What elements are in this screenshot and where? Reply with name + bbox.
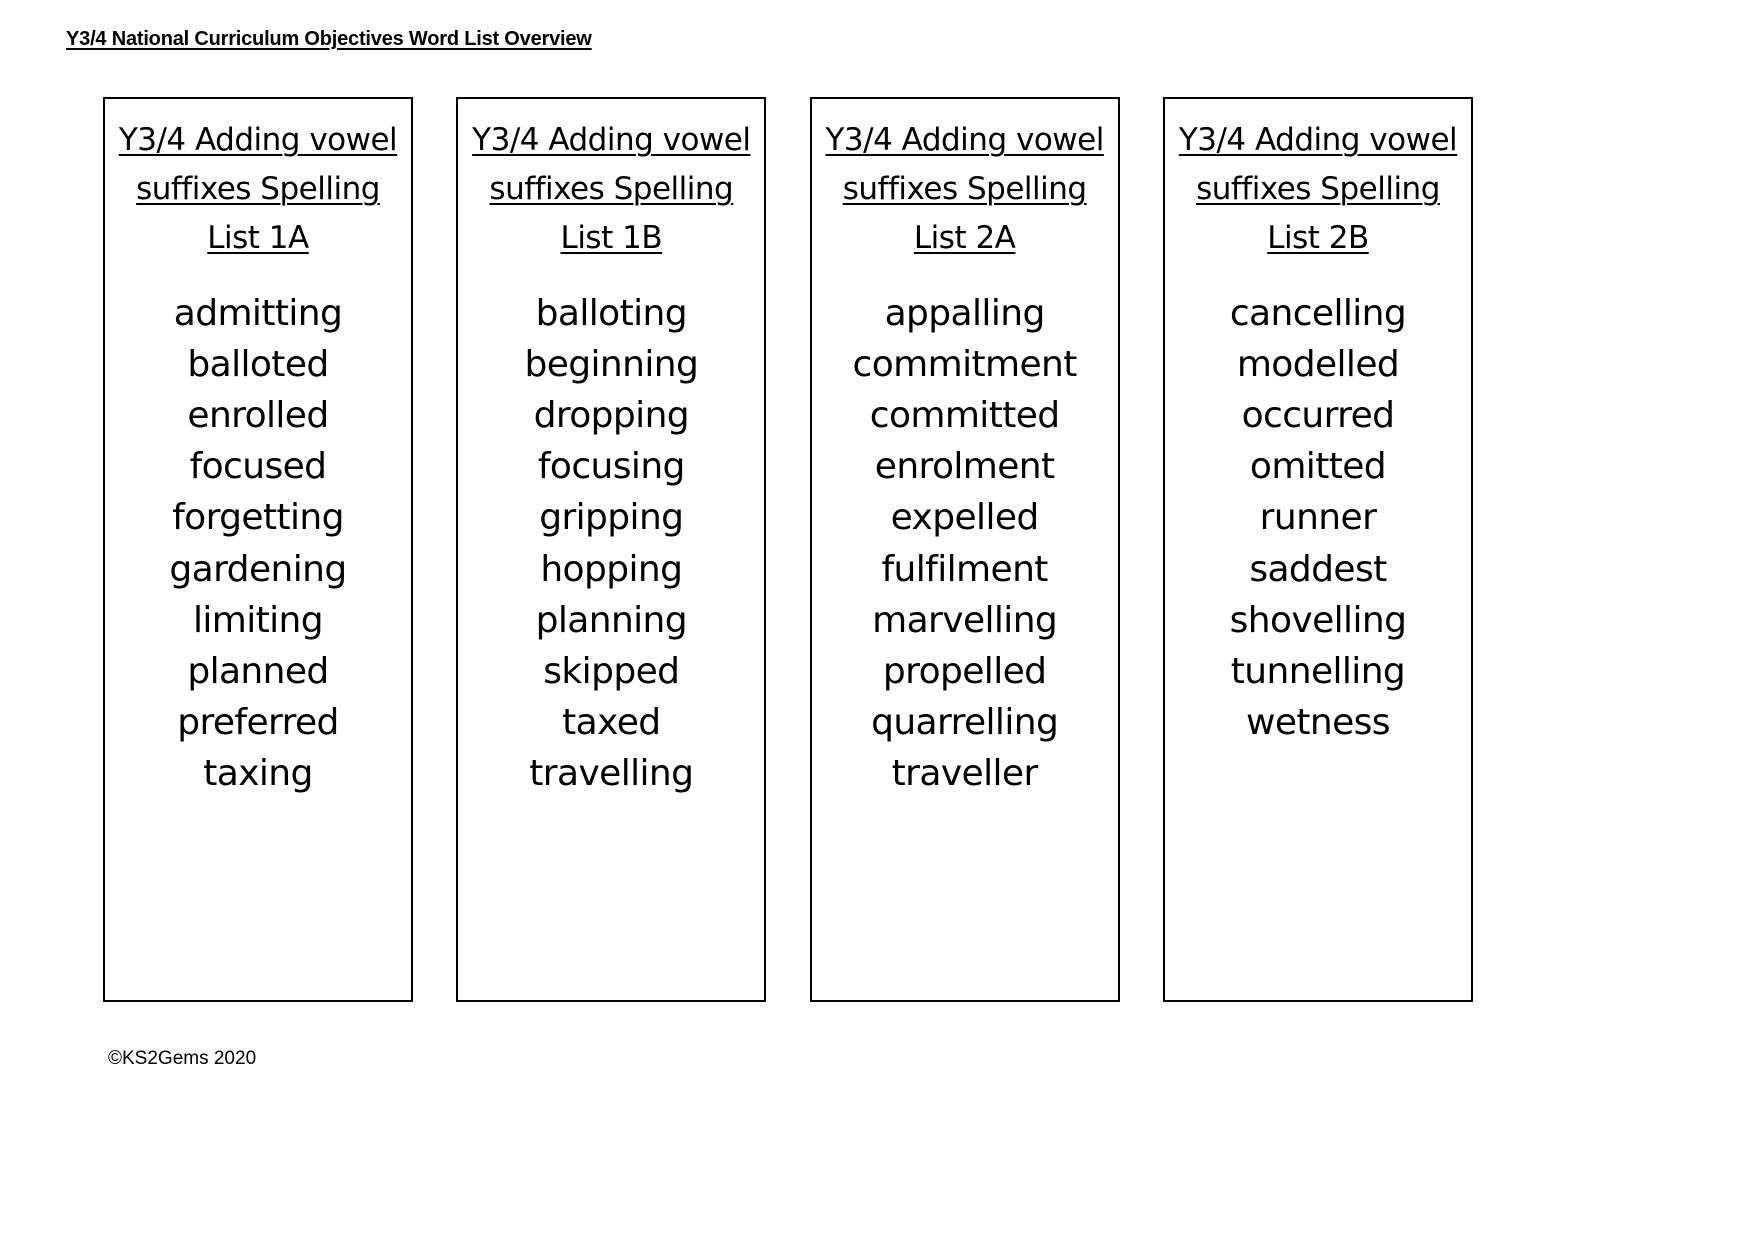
word-item: modelled [1236, 344, 1400, 386]
word-item: planned [187, 650, 329, 692]
word-list-card-1a: Y3/4 Adding vowel suffixes Spelling List… [103, 97, 413, 1002]
word-item: focusing [537, 446, 686, 488]
page-title: Y3/4 National Curriculum Objectives Word… [66, 28, 592, 50]
word-item: balloting [535, 293, 688, 334]
word-list-card-2b: Y3/4 Adding vowel suffixes Spelling List… [1162, 97, 1473, 1002]
word-item: runner [1259, 497, 1377, 539]
card-title-1a: Y3/4 Adding vowel suffixes Spelling List… [105, 125, 411, 272]
word-item: hopping [540, 548, 683, 590]
word-item: quarrelling [871, 701, 1059, 743]
card-title-line-3: List 1B [560, 220, 663, 256]
word-item: saddest [1249, 548, 1387, 590]
word-item: balloted [187, 344, 329, 386]
card-title-line-3: List 2B [1267, 220, 1369, 256]
card-title-line-2: suffixes Spelling [1196, 171, 1440, 207]
word-item: wetness [1245, 701, 1391, 743]
card-title-2a: Y3/4 Adding vowel suffixes Spelling List… [812, 125, 1118, 272]
word-list-card-1b: Y3/4 Adding vowel suffixes Spelling List… [456, 97, 767, 1002]
word-item: gardening [169, 548, 347, 590]
word-item: admitting [173, 293, 343, 334]
card-title-line-3: List 1A [207, 220, 309, 256]
word-item: dropping [533, 395, 690, 437]
word-item: gripping [539, 497, 684, 539]
word-item: focused [189, 446, 327, 488]
word-item: propelled [882, 650, 1047, 692]
word-item: occurred [1241, 395, 1395, 437]
word-item: enrolment [874, 446, 1055, 488]
word-item: tunnelling [1230, 650, 1406, 692]
word-item: marvelling [872, 599, 1058, 641]
word-list-2a: appalling commitment committed enrolment… [812, 288, 1118, 799]
card-title-line-1: Y3/4 Adding vowel [118, 122, 398, 158]
card-title-line-1: Y3/4 Adding vowel [825, 122, 1104, 158]
word-item: beginning [524, 344, 699, 386]
word-item: taxing [203, 752, 313, 794]
word-item: limiting [192, 599, 324, 641]
card-title-1b: Y3/4 Adding vowel suffixes Spelling List… [458, 125, 764, 272]
word-list-cards: Y3/4 Adding vowel suffixes Spelling List… [103, 97, 1473, 1004]
word-item: expelled [890, 497, 1040, 539]
card-title-line-1: Y3/4 Adding vowel [472, 122, 751, 158]
word-list-1b: balloting beginning dropping focusing gr… [458, 288, 764, 799]
word-item: appalling [884, 293, 1046, 334]
word-item: travelling [529, 752, 694, 794]
word-list-card-2a: Y3/4 Adding vowel suffixes Spelling List… [809, 97, 1120, 1002]
word-item: fulfilment [881, 548, 1048, 590]
word-item: committed [869, 395, 1060, 437]
word-list-2b: cancelling modelled occurred omitted run… [1165, 288, 1471, 748]
word-item: shovelling [1229, 599, 1407, 641]
card-title-line-2: suffixes Spelling [136, 171, 380, 207]
word-item: cancelling [1229, 293, 1407, 334]
word-item: taxed [562, 701, 661, 743]
word-item: planning [535, 599, 688, 641]
word-item: skipped [543, 650, 680, 692]
word-item: omitted [1249, 446, 1387, 488]
card-title-line-3: List 2A [913, 220, 1016, 256]
card-title-line-2: suffixes Spelling [842, 171, 1087, 207]
card-title-line-2: suffixes Spelling [489, 171, 734, 207]
word-item: forgetting [172, 497, 344, 539]
card-title-line-1: Y3/4 Adding vowel [1178, 122, 1458, 158]
word-item: commitment [852, 344, 1078, 386]
word-item: traveller [891, 752, 1039, 794]
word-item: preferred [177, 701, 339, 743]
copyright-footer: ©KS2Gems 2020 [108, 1048, 257, 1069]
card-title-2b: Y3/4 Adding vowel suffixes Spelling List… [1165, 125, 1471, 272]
word-item: enrolled [187, 395, 329, 437]
word-list-1a: admitting balloted enrolled focused forg… [105, 288, 411, 799]
